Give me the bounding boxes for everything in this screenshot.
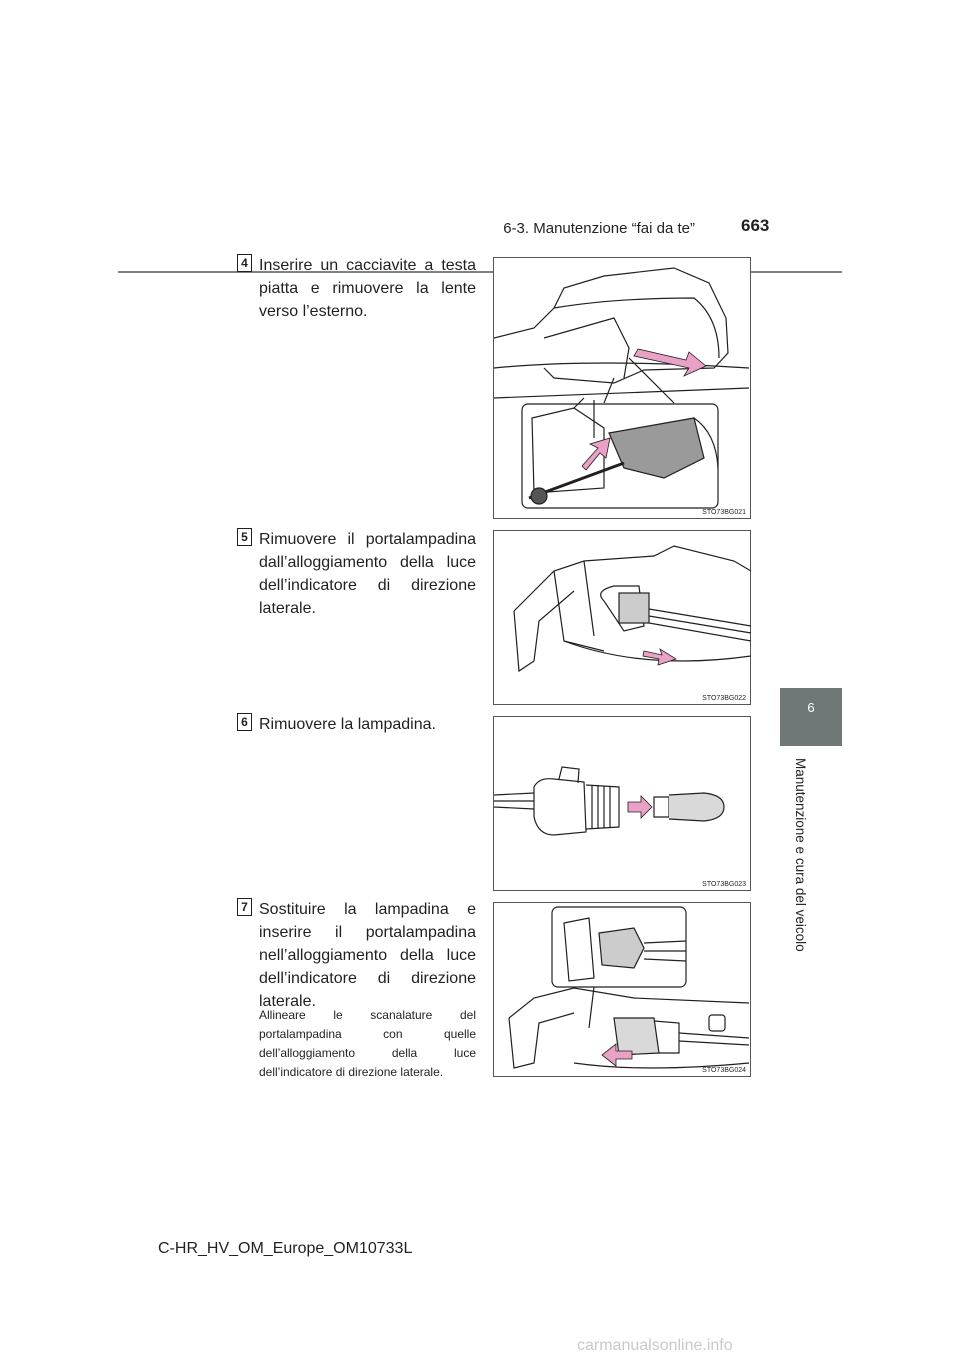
step-text-4: Inserire un cacciavite a testa piatta e …	[259, 257, 476, 320]
socket-removal-illustration	[513, 545, 752, 673]
figure-code: STO73BG021	[702, 509, 746, 516]
socket-install-illustration	[508, 906, 750, 1069]
step-badge-4: 4	[237, 254, 252, 272]
step-badge-7: 7	[237, 898, 252, 916]
manual-id: C-HR_HV_OM_Europe_OM10733L	[158, 1240, 413, 1257]
section-title: 6-3. Manutenzione “fai da te”	[503, 220, 695, 237]
figure-code: STO73BG023	[702, 881, 746, 888]
figure-socket-removal: STO73BG022	[493, 530, 752, 705]
figure-lens-removal: STO73BG021	[493, 257, 751, 519]
step-text-5: Rimuovere il portalampadina dall’alloggi…	[259, 531, 476, 617]
page-number: 663	[741, 216, 770, 235]
watermark: carmanualsonline.info	[577, 1337, 733, 1354]
step-text-6: Rimuovere la lampadina.	[259, 716, 436, 733]
figure-socket-install: STO73BG024	[493, 902, 751, 1077]
figure-code: STO73BG024	[702, 1067, 746, 1074]
chapter-tab	[780, 688, 842, 746]
step-text-7: Sostituire la lampadina e inserire il po…	[259, 901, 476, 1010]
step-badge-6: 6	[237, 713, 252, 731]
figure-code: STO73BG022	[702, 695, 746, 702]
figure-bulb-removal: STO73BG023	[493, 716, 751, 891]
chapter-label: Manutenzione e cura del veicolo	[793, 758, 808, 952]
step-note-7: Allineare le scanalature del portalampad…	[259, 1008, 476, 1079]
chapter-number: 6	[807, 700, 815, 715]
header-rule	[118, 271, 842, 273]
lens-removal-illustration	[494, 267, 750, 509]
step-badge-5: 5	[237, 528, 252, 546]
bulb-removal-illustration	[494, 766, 725, 836]
